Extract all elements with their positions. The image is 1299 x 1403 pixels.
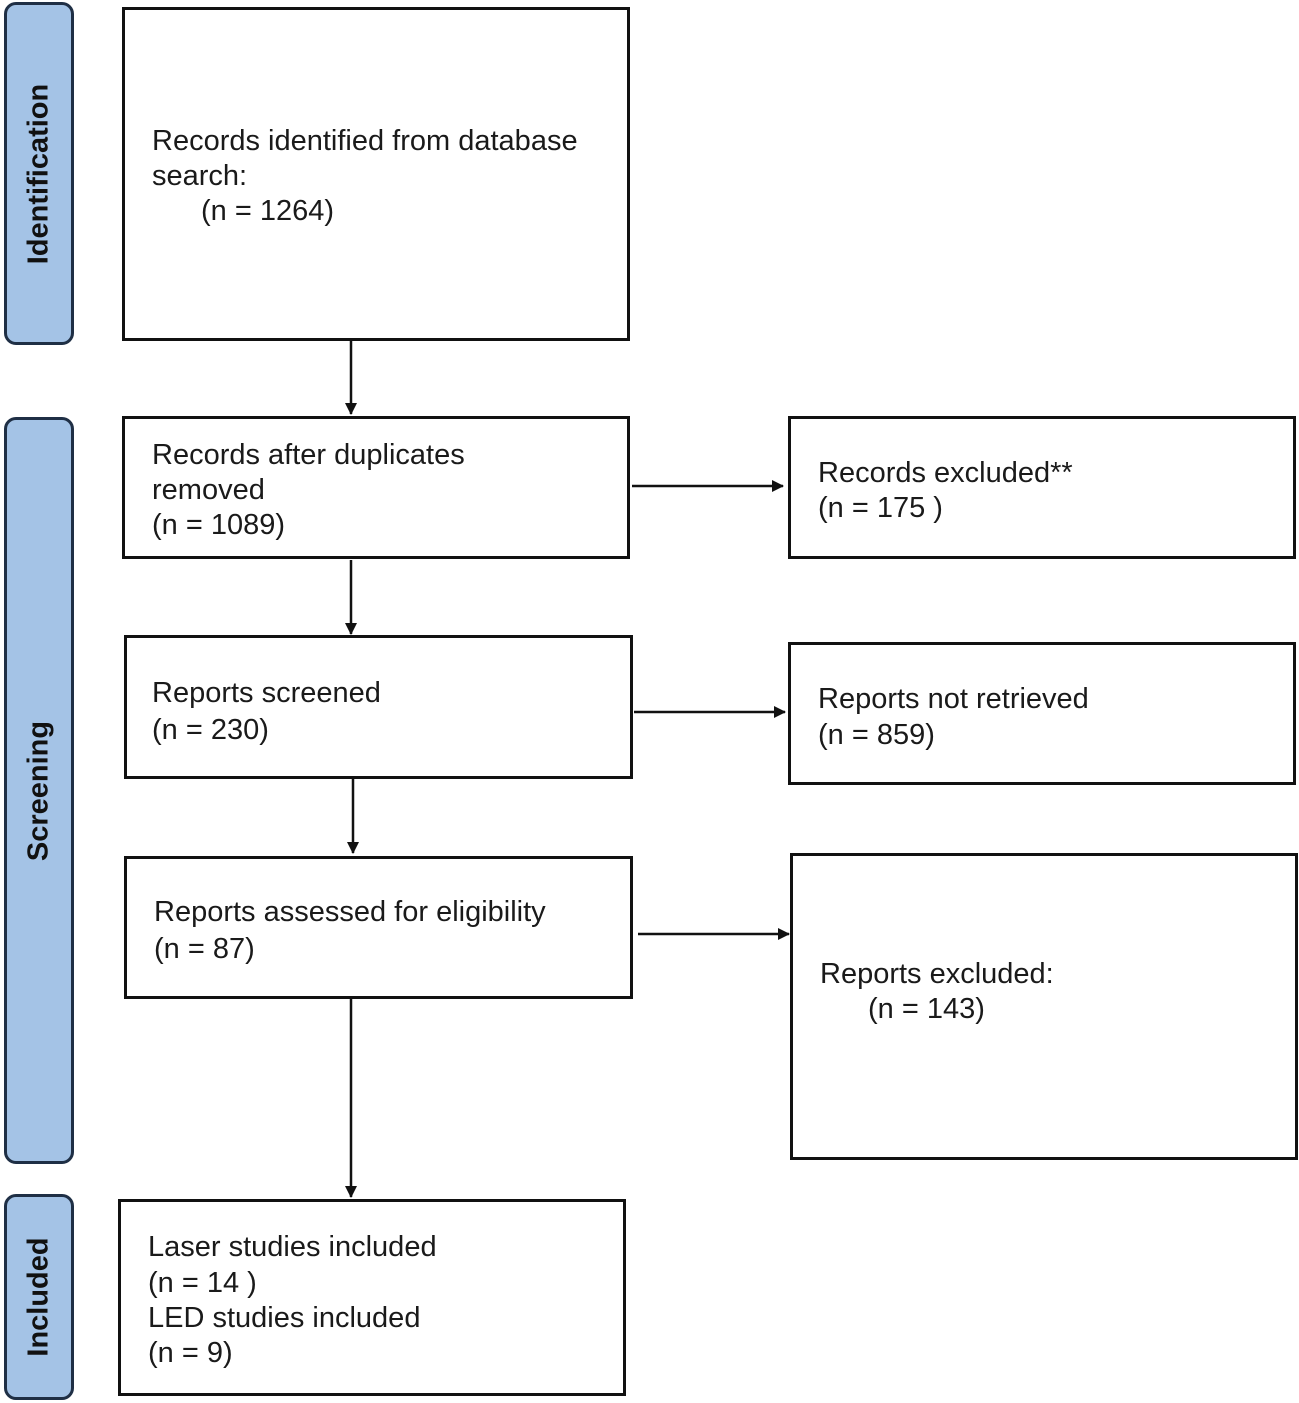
included-box: Laser studies included (n = 14 ) LED stu… — [118, 1199, 626, 1396]
reports-screened-count: (n = 230) — [152, 714, 269, 746]
led-studies-count: (n = 9) — [148, 1337, 233, 1369]
database-search-box: Records identified from database search:… — [122, 7, 630, 341]
led-studies-label: LED studies included — [148, 1302, 421, 1334]
duplicates-removed-line2: removed — [152, 474, 265, 506]
identification-phase-bar: Identification — [4, 2, 74, 345]
reports-not-retrieved-count: (n = 859) — [818, 719, 935, 751]
duplicates-removed-box: Records after duplicates removed (n = 10… — [122, 416, 630, 559]
duplicates-removed-line1: Records after duplicates — [152, 439, 465, 471]
records-excluded-box: Records excluded** (n = 175 ) — [788, 416, 1296, 559]
reports-screened-box: Reports screened (n = 230) — [124, 635, 633, 779]
eligibility-count: (n = 87) — [154, 933, 255, 965]
laser-studies-label: Laser studies included — [148, 1231, 437, 1263]
reports-excluded-count: (n = 143) — [868, 993, 985, 1025]
records-excluded-line1: Records excluded** — [818, 457, 1073, 489]
eligibility-line1: Reports assessed for eligibility — [154, 896, 546, 928]
reports-not-retrieved-line1: Reports not retrieved — [818, 683, 1089, 715]
database-search-line2: search: — [152, 160, 248, 192]
records-excluded-count: (n = 175 ) — [818, 492, 943, 524]
duplicates-removed-count: (n = 1089) — [152, 509, 286, 541]
reports-excluded-box: Reports excluded: (n = 143) — [790, 853, 1298, 1160]
eligibility-box: Reports assessed for eligibility (n = 87… — [124, 856, 633, 999]
database-search-count: (n = 1264) — [201, 195, 335, 227]
screening-phase-bar: Screening — [4, 417, 74, 1164]
reports-not-retrieved-box: Reports not retrieved (n = 859) — [788, 642, 1296, 785]
laser-studies-count: (n = 14 ) — [148, 1267, 257, 1299]
reports-screened-line1: Reports screened — [152, 677, 381, 709]
reports-excluded-line1: Reports excluded: — [820, 958, 1054, 990]
database-search-line1: Records identified from database — [152, 125, 578, 157]
included-phase-bar: Included — [4, 1194, 74, 1400]
